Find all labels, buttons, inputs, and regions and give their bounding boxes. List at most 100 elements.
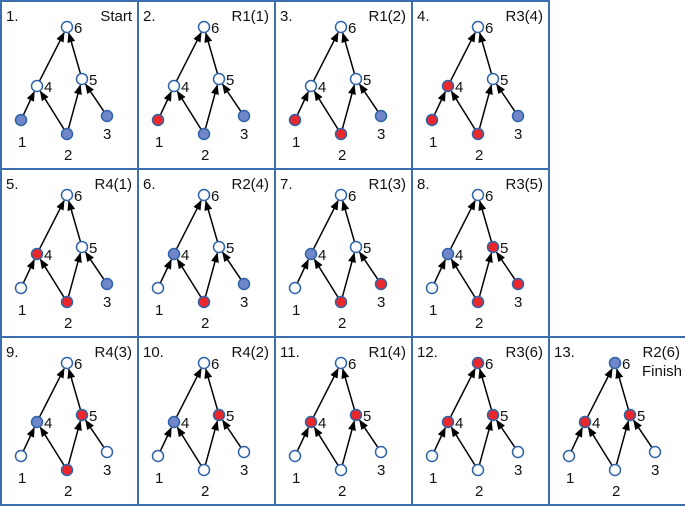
- edge-5-to-6: [341, 200, 356, 242]
- edge-5-to-6: [204, 368, 219, 410]
- node-label-3: 3: [514, 126, 522, 143]
- edge-2-to-5: [341, 420, 356, 465]
- edge-1-to-4: [433, 426, 446, 452]
- node-4-blue: [30, 415, 44, 429]
- node-3-blue: [100, 109, 114, 123]
- edge-4-to-6: [449, 367, 476, 418]
- node-3-blue: [237, 109, 251, 123]
- edge-1-to-4: [22, 426, 35, 452]
- step-number: 6.: [143, 176, 156, 193]
- node-label-5: 5: [500, 72, 508, 89]
- node-6-empty: [334, 188, 348, 202]
- edge-5-to-6: [204, 32, 219, 74]
- node-label-2: 2: [475, 315, 483, 332]
- node-1-red: [288, 113, 302, 127]
- step-rule-label: R3(5): [505, 176, 543, 193]
- node-5-red: [623, 408, 637, 422]
- node-label-1: 1: [292, 302, 300, 319]
- edge-1-to-4: [159, 258, 172, 284]
- node-1-empty: [425, 281, 439, 295]
- node-label-4: 4: [318, 415, 326, 432]
- edge-1-to-4: [22, 258, 35, 284]
- node-5-empty: [212, 240, 226, 254]
- node-label-5: 5: [500, 240, 508, 257]
- node-label-1: 1: [18, 134, 26, 151]
- edge-5-to-6: [478, 200, 493, 242]
- node-label-2: 2: [338, 483, 346, 500]
- edge-2-to-5: [204, 420, 219, 465]
- node-label-2: 2: [338, 315, 346, 332]
- edge-4-to-6: [38, 199, 65, 250]
- node-1-empty: [562, 449, 576, 463]
- edge-2-to-4: [39, 90, 65, 130]
- edge-5-to-6: [204, 200, 219, 242]
- step-rule-label: R4(2): [231, 344, 269, 361]
- edge-2-to-4: [313, 90, 339, 130]
- node-3-blue: [374, 109, 388, 123]
- node-1-empty: [151, 281, 165, 295]
- node-label-1: 1: [429, 302, 437, 319]
- node-label-4: 4: [455, 415, 463, 432]
- node-4-empty: [167, 79, 181, 93]
- edge-5-to-6: [67, 368, 82, 410]
- node-2-red: [334, 295, 348, 309]
- node-1-blue: [14, 113, 28, 127]
- node-5-red: [486, 240, 500, 254]
- node-2-red: [197, 295, 211, 309]
- edge-5-to-6: [341, 32, 356, 74]
- edge-2-to-5: [341, 84, 356, 129]
- node-label-2: 2: [475, 147, 483, 164]
- node-5-empty: [75, 240, 89, 254]
- step-number: 5.: [6, 176, 19, 193]
- edge-3-to-5: [496, 419, 516, 448]
- node-label-2: 2: [201, 315, 209, 332]
- edge-2-to-4: [39, 258, 65, 298]
- node-label-6: 6: [485, 20, 493, 37]
- node-label-5: 5: [363, 240, 371, 257]
- node-3-blue: [100, 277, 114, 291]
- edge-4-to-6: [312, 199, 339, 250]
- node-label-4: 4: [181, 415, 189, 432]
- node-4-blue: [441, 247, 455, 261]
- edge-2-to-5: [341, 252, 356, 297]
- node-label-1: 1: [292, 134, 300, 151]
- node-label-2: 2: [201, 147, 209, 164]
- node-2-red: [60, 295, 74, 309]
- node-label-4: 4: [318, 247, 326, 264]
- edge-1-to-4: [296, 426, 309, 452]
- edge-5-to-6: [478, 32, 493, 74]
- node-label-5: 5: [89, 408, 97, 425]
- node-label-1: 1: [566, 470, 574, 487]
- node-5-empty: [349, 72, 363, 86]
- node-5-red: [212, 408, 226, 422]
- node-5-red: [486, 408, 500, 422]
- edge-4-to-6: [175, 199, 202, 250]
- edge-3-to-5: [222, 251, 242, 280]
- edge-1-to-4: [159, 90, 172, 116]
- node-6-empty: [60, 20, 74, 34]
- step-rule-label: R4(3): [94, 344, 132, 361]
- edge-1-to-4: [296, 90, 309, 116]
- node-label-1: 1: [18, 302, 26, 319]
- node-label-4: 4: [44, 415, 52, 432]
- edge-2-to-5: [204, 252, 219, 297]
- node-label-4: 4: [455, 79, 463, 96]
- edge-2-to-4: [176, 426, 202, 466]
- edge-4-to-6: [175, 367, 202, 418]
- node-1-empty: [425, 449, 439, 463]
- edge-4-to-6: [312, 367, 339, 418]
- node-1-empty: [288, 281, 302, 295]
- node-label-6: 6: [485, 356, 493, 373]
- node-label-6: 6: [348, 356, 356, 373]
- node-3-empty: [374, 445, 388, 459]
- node-label-3: 3: [103, 294, 111, 311]
- node-label-3: 3: [377, 462, 385, 479]
- edge-4-to-6: [175, 31, 202, 82]
- node-label-2: 2: [201, 483, 209, 500]
- node-4-empty: [30, 79, 44, 93]
- node-label-2: 2: [612, 483, 620, 500]
